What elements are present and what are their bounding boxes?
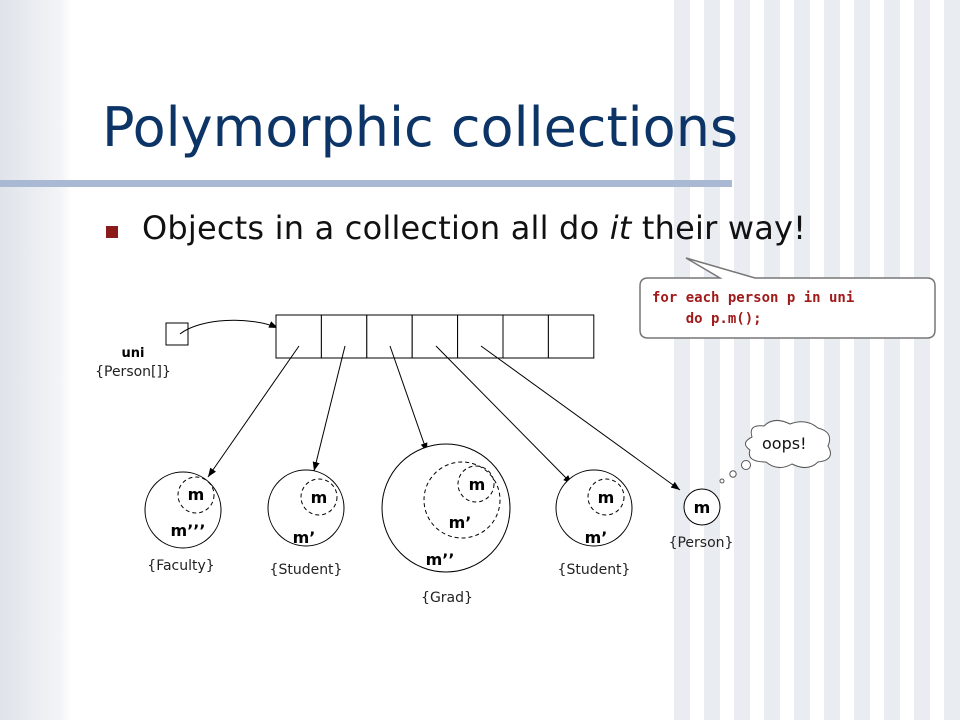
grad-inner-method: m [469, 475, 486, 494]
student-2-outer-circle [555, 469, 633, 547]
student-2-inner-circle [587, 478, 625, 516]
thought-text: oops! [762, 434, 807, 453]
bullet-square-icon [106, 226, 118, 238]
person-type-label: {Person} [669, 535, 734, 551]
uni-label: uni [122, 346, 145, 361]
thought-bubble-medium [729, 470, 737, 478]
array-cell [411, 314, 459, 359]
bullet-text: Objects in a collection all do it their … [142, 209, 806, 247]
array-cell [547, 314, 595, 359]
uni-type-label: {Person[]} [95, 364, 171, 380]
student-1-inner-method: m [311, 488, 328, 507]
grad-outer-method: m’’ [426, 550, 455, 569]
background-left-band [0, 0, 72, 720]
array-cell [275, 314, 322, 359]
callout-bubble [639, 257, 936, 339]
pointer-arrow-person [480, 345, 681, 491]
uni-variable-box [165, 322, 189, 346]
student-2-inner-method: m [598, 488, 615, 507]
pointer-arrow-faculty [207, 345, 300, 478]
bullet-text-after: their way! [631, 209, 807, 247]
student-2-type-label: {Student} [558, 562, 631, 578]
slide-title: Polymorphic collections [102, 96, 739, 159]
thought-bubble-large [741, 460, 751, 470]
array-cell [366, 314, 413, 359]
grad-object [381, 443, 511, 573]
student-1-outer-circle [267, 469, 345, 547]
student-1-inner-circle [300, 478, 338, 516]
person-object-circle [683, 488, 721, 526]
student-1-type-label: {Student} [270, 562, 343, 578]
pointer-arrow-student-1 [312, 345, 346, 472]
student-object-1 [267, 469, 345, 547]
grad-middle-circle [423, 461, 501, 539]
array-cell [457, 314, 504, 359]
thought-bubble-small [719, 478, 725, 484]
grad-inner-circle [457, 465, 495, 503]
callout-code: for each person p in uni do p.m(); [652, 288, 854, 330]
faculty-inner-circle [177, 476, 215, 514]
faculty-outer-circle [144, 471, 222, 549]
array-cells [275, 314, 595, 359]
student-1-outer-method: m’ [293, 528, 316, 547]
pointer-arrow-grad [389, 345, 428, 453]
faculty-object [144, 471, 222, 549]
bullet-text-emphasis: it [609, 209, 632, 247]
faculty-inner-method: m [188, 485, 205, 504]
array-cell [502, 314, 549, 359]
callout-code-line-2: do p.m(); [652, 311, 762, 327]
grad-outer-circle [381, 443, 511, 573]
bullet-text-before: Objects in a collection all do [142, 209, 610, 247]
thought-cloud [719, 420, 831, 484]
title-underline [0, 180, 732, 187]
background-stripes [660, 0, 960, 720]
person-method: m [694, 498, 711, 517]
faculty-outer-method: m’’’ [171, 521, 206, 540]
uni-reference-arrow [179, 319, 279, 335]
pointer-arrow-student-2 [435, 345, 573, 485]
faculty-type-label: {Faculty} [147, 558, 214, 574]
callout-code-line-1: for each person p in uni [652, 290, 855, 306]
student-object-2 [555, 469, 633, 547]
grad-type-label: {Grad} [421, 590, 473, 606]
thought-cloud-shape [745, 420, 831, 468]
student-2-outer-method: m’ [585, 528, 608, 547]
grad-middle-method: m’ [449, 513, 472, 532]
